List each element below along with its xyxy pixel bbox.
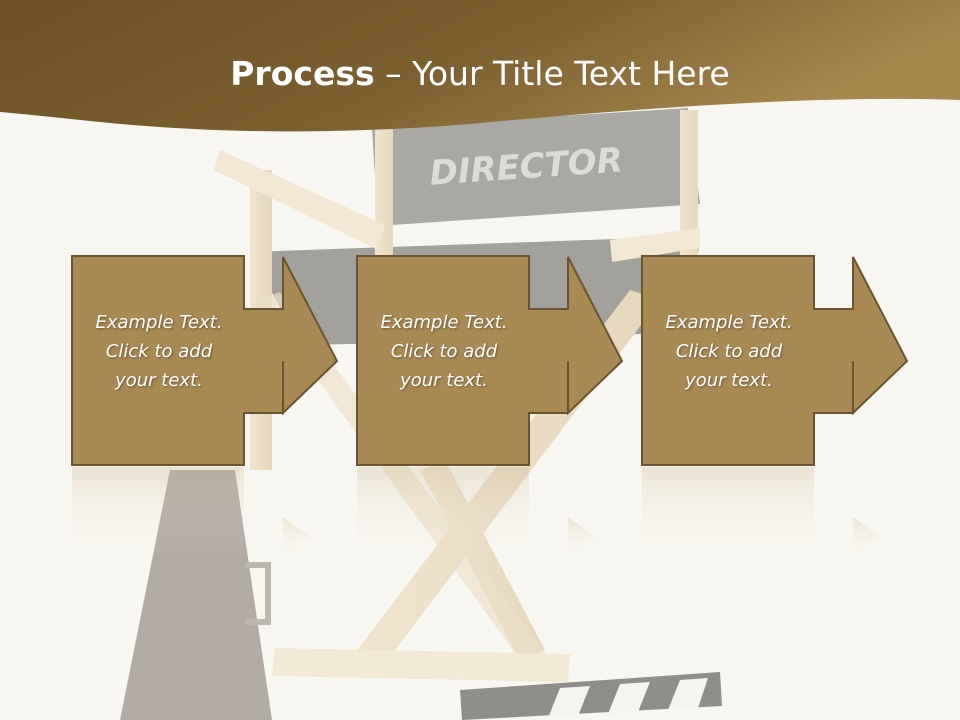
step-text-line: Example Text. bbox=[95, 312, 223, 333]
step-text-line: Click to add bbox=[675, 341, 783, 362]
step-text[interactable]: Example Text. Click to add your text. bbox=[358, 308, 530, 395]
step-text-line: Click to add bbox=[390, 341, 498, 362]
page-title[interactable]: Process – Your Title Text Here bbox=[0, 52, 960, 96]
process-step-1[interactable]: Example Text. Click to add your text. bbox=[71, 255, 361, 557]
process-step-reflection bbox=[72, 467, 311, 557]
step-text-line: your text. bbox=[400, 370, 488, 391]
process-arrow-box bbox=[641, 255, 909, 466]
step-text[interactable]: Example Text. Click to add your text. bbox=[73, 308, 245, 395]
header-band bbox=[0, 0, 960, 132]
step-text-line: Example Text. bbox=[665, 312, 793, 333]
step-text-line: Example Text. bbox=[380, 312, 508, 333]
step-text[interactable]: Example Text. Click to add your text. bbox=[643, 308, 815, 395]
title-bold: Process bbox=[230, 54, 375, 93]
title-rest: – Your Title Text Here bbox=[374, 54, 730, 93]
process-step-2[interactable]: Example Text. Click to add your text. bbox=[356, 255, 646, 557]
step-text-line: your text. bbox=[115, 370, 203, 391]
process-arrow-box bbox=[356, 255, 624, 466]
step-text-line: your text. bbox=[685, 370, 773, 391]
process-step-reflection bbox=[642, 467, 881, 557]
process-step-reflection bbox=[357, 467, 596, 557]
step-text-line: Click to add bbox=[105, 341, 213, 362]
process-arrow-box bbox=[71, 255, 339, 466]
process-step-3[interactable]: Example Text. Click to add your text. bbox=[641, 255, 931, 557]
